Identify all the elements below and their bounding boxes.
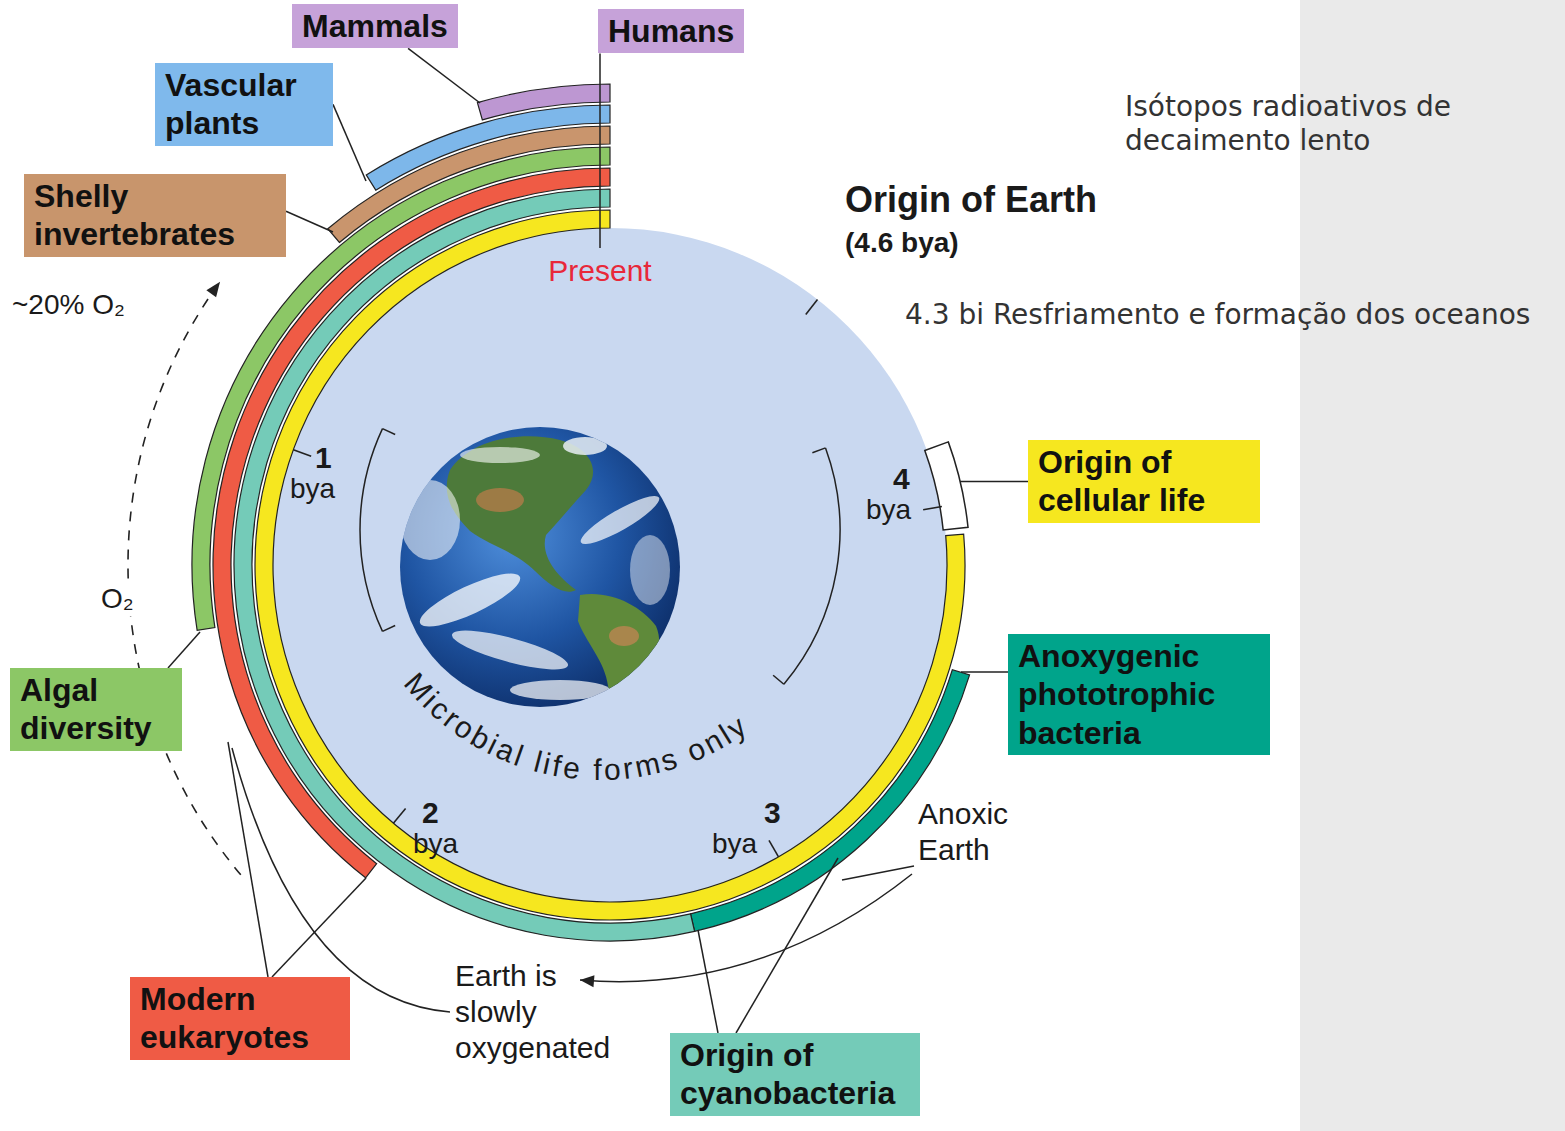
cloud bbox=[630, 535, 670, 605]
cloud bbox=[400, 480, 460, 560]
time-tick bbox=[293, 450, 311, 456]
note-label: 2 bbox=[422, 795, 439, 831]
note-label: Anoxic Earth bbox=[918, 796, 1048, 868]
timeline-label-box: Origin of cellular life bbox=[1028, 440, 1260, 523]
box-text: Shelly invertebrates bbox=[34, 177, 276, 254]
leader-line bbox=[961, 671, 1008, 673]
box-text: Algal diversity bbox=[20, 671, 172, 748]
bracket-tick bbox=[773, 675, 784, 684]
leader-line bbox=[960, 481, 1028, 483]
box-text: Humans bbox=[608, 12, 734, 50]
line-layer bbox=[128, 282, 914, 1012]
leader-line bbox=[333, 104, 366, 181]
leader-line bbox=[272, 878, 366, 977]
timeline-label-box: Mammals bbox=[292, 4, 458, 48]
leader-line bbox=[698, 930, 718, 1033]
desert-patch bbox=[476, 488, 524, 512]
earth-globe bbox=[400, 427, 680, 707]
arrowhead bbox=[206, 282, 220, 298]
time-tick bbox=[923, 506, 942, 509]
timeline-label-box: Vascular plants bbox=[155, 63, 333, 146]
note-label: Origin of Earth bbox=[845, 178, 1097, 221]
disk-layer bbox=[273, 228, 947, 902]
box-text: Vascular plants bbox=[165, 66, 323, 143]
curved-label-path: Microbial life forms only bbox=[398, 666, 754, 786]
cloud bbox=[563, 437, 607, 455]
timeline-label-box: Origin of cyanobacteria bbox=[670, 1033, 920, 1116]
timeline-label-box: Shelly invertebrates bbox=[24, 174, 286, 257]
note-label: 1 bbox=[315, 440, 332, 476]
bracket-tick bbox=[812, 448, 825, 453]
curved-label: Microbial life forms only bbox=[398, 666, 754, 786]
timeline-label-box: Humans bbox=[598, 9, 744, 53]
note-label: bya bbox=[712, 827, 757, 861]
box-text: Anoxygenic phototrophic bacteria bbox=[1018, 637, 1260, 752]
cloud bbox=[449, 623, 571, 677]
timeline-label-box: Anoxygenic phototrophic bacteria bbox=[1008, 634, 1270, 755]
leader-line bbox=[842, 866, 914, 880]
leader-line bbox=[228, 742, 268, 977]
box-text: Mammals bbox=[302, 7, 448, 45]
leader-line bbox=[408, 48, 480, 103]
box-text: Origin of cyanobacteria bbox=[680, 1036, 910, 1113]
note-label: 4.3 bi Resfriamento e formação dos ocean… bbox=[905, 298, 1555, 332]
arrowhead bbox=[580, 975, 594, 987]
bracket-layer bbox=[360, 429, 840, 685]
cloud bbox=[414, 564, 526, 636]
leader-line bbox=[286, 211, 333, 232]
time-tick bbox=[806, 299, 818, 314]
cloud bbox=[510, 680, 610, 700]
earth-picture bbox=[400, 427, 680, 707]
oxygenation-curve bbox=[580, 874, 912, 982]
timeline-ring bbox=[477, 84, 610, 120]
timeline-label-box: Modern eukaryotes bbox=[130, 977, 350, 1060]
note-label: Present bbox=[530, 253, 670, 289]
box-text: Modern eukaryotes bbox=[140, 980, 340, 1057]
time-tick bbox=[393, 809, 405, 824]
note-label: bya bbox=[413, 827, 458, 861]
note-label: 3 bbox=[764, 795, 781, 831]
bracket-tick bbox=[382, 626, 395, 632]
side-panel bbox=[1300, 0, 1565, 1131]
note-label: Earth is slowly oxygenated bbox=[455, 958, 635, 1066]
note-label: (4.6 bya) bbox=[845, 226, 959, 260]
microbial-bracket bbox=[360, 429, 382, 632]
note-label: Isótopos radioativos de decaimento lento bbox=[1125, 90, 1565, 157]
note-label: bya bbox=[866, 493, 911, 527]
timeline-ring bbox=[255, 210, 965, 920]
note-label: O₂ bbox=[98, 582, 137, 616]
note-label: 4 bbox=[893, 461, 910, 497]
box-text: Origin of cellular life bbox=[1038, 443, 1250, 520]
oxygenation-curve bbox=[232, 748, 450, 1012]
microbial-bracket bbox=[784, 448, 840, 684]
timeline-label-box: Algal diversity bbox=[10, 668, 182, 751]
note-label: ~20% O₂ bbox=[12, 288, 125, 322]
leader-line bbox=[736, 858, 838, 1033]
leader-line bbox=[168, 632, 200, 668]
desert-patch bbox=[609, 626, 639, 646]
origin-range-box bbox=[925, 442, 968, 530]
time-disk bbox=[273, 228, 947, 902]
leader-line bbox=[599, 53, 601, 248]
tick-layer bbox=[293, 299, 942, 856]
continent-north-america bbox=[447, 436, 593, 592]
oxygen-dashed-arc bbox=[128, 295, 241, 874]
time-tick bbox=[769, 840, 779, 856]
note-label: bya bbox=[290, 472, 335, 506]
bracket-tick bbox=[382, 429, 395, 435]
cloud bbox=[460, 447, 540, 463]
